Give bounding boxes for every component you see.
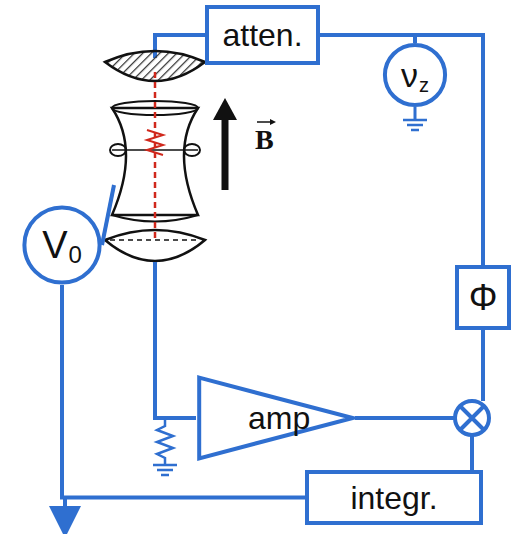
- mixer-cross: [460, 406, 484, 430]
- wire-connector: [320, 35, 415, 43]
- node-text: V: [42, 226, 67, 264]
- particle-orbit: [147, 130, 163, 155]
- node-text: amp: [248, 402, 310, 434]
- field-arrow-head: [213, 98, 237, 120]
- wire: [481, 330, 485, 401]
- subscript-text: z: [419, 75, 429, 95]
- coil: [112, 149, 198, 151]
- phase-shifter-box: Φ: [455, 265, 511, 330]
- wire-connector: [62, 285, 305, 498]
- node-text: integr.: [350, 482, 437, 514]
- node-text: ν: [401, 58, 418, 92]
- field-arrow: [222, 118, 229, 190]
- mixer-symbol: [455, 401, 489, 435]
- ground-symbol: [403, 120, 427, 130]
- resistor-symbol: [157, 418, 173, 464]
- drive-source: νz: [383, 43, 447, 107]
- wire: [155, 262, 196, 418]
- wire: [414, 107, 417, 120]
- trap-axis: [154, 72, 157, 240]
- voltage-source: V0: [22, 205, 102, 285]
- vector-bar: [257, 121, 272, 123]
- wire: [470, 435, 474, 470]
- attenuator-box: atten.: [205, 5, 320, 65]
- subscript-text: 0: [69, 243, 82, 267]
- wire: [102, 185, 114, 245]
- output-arrow: [63, 497, 67, 522]
- wire: [355, 416, 455, 420]
- field-label: B: [255, 124, 274, 156]
- integrator-box: integr.: [305, 470, 483, 525]
- ground-symbol: [153, 465, 177, 475]
- node-text: atten.: [222, 19, 302, 51]
- amplifier-symbol: amp: [196, 376, 356, 460]
- node-text: Φ: [469, 280, 498, 316]
